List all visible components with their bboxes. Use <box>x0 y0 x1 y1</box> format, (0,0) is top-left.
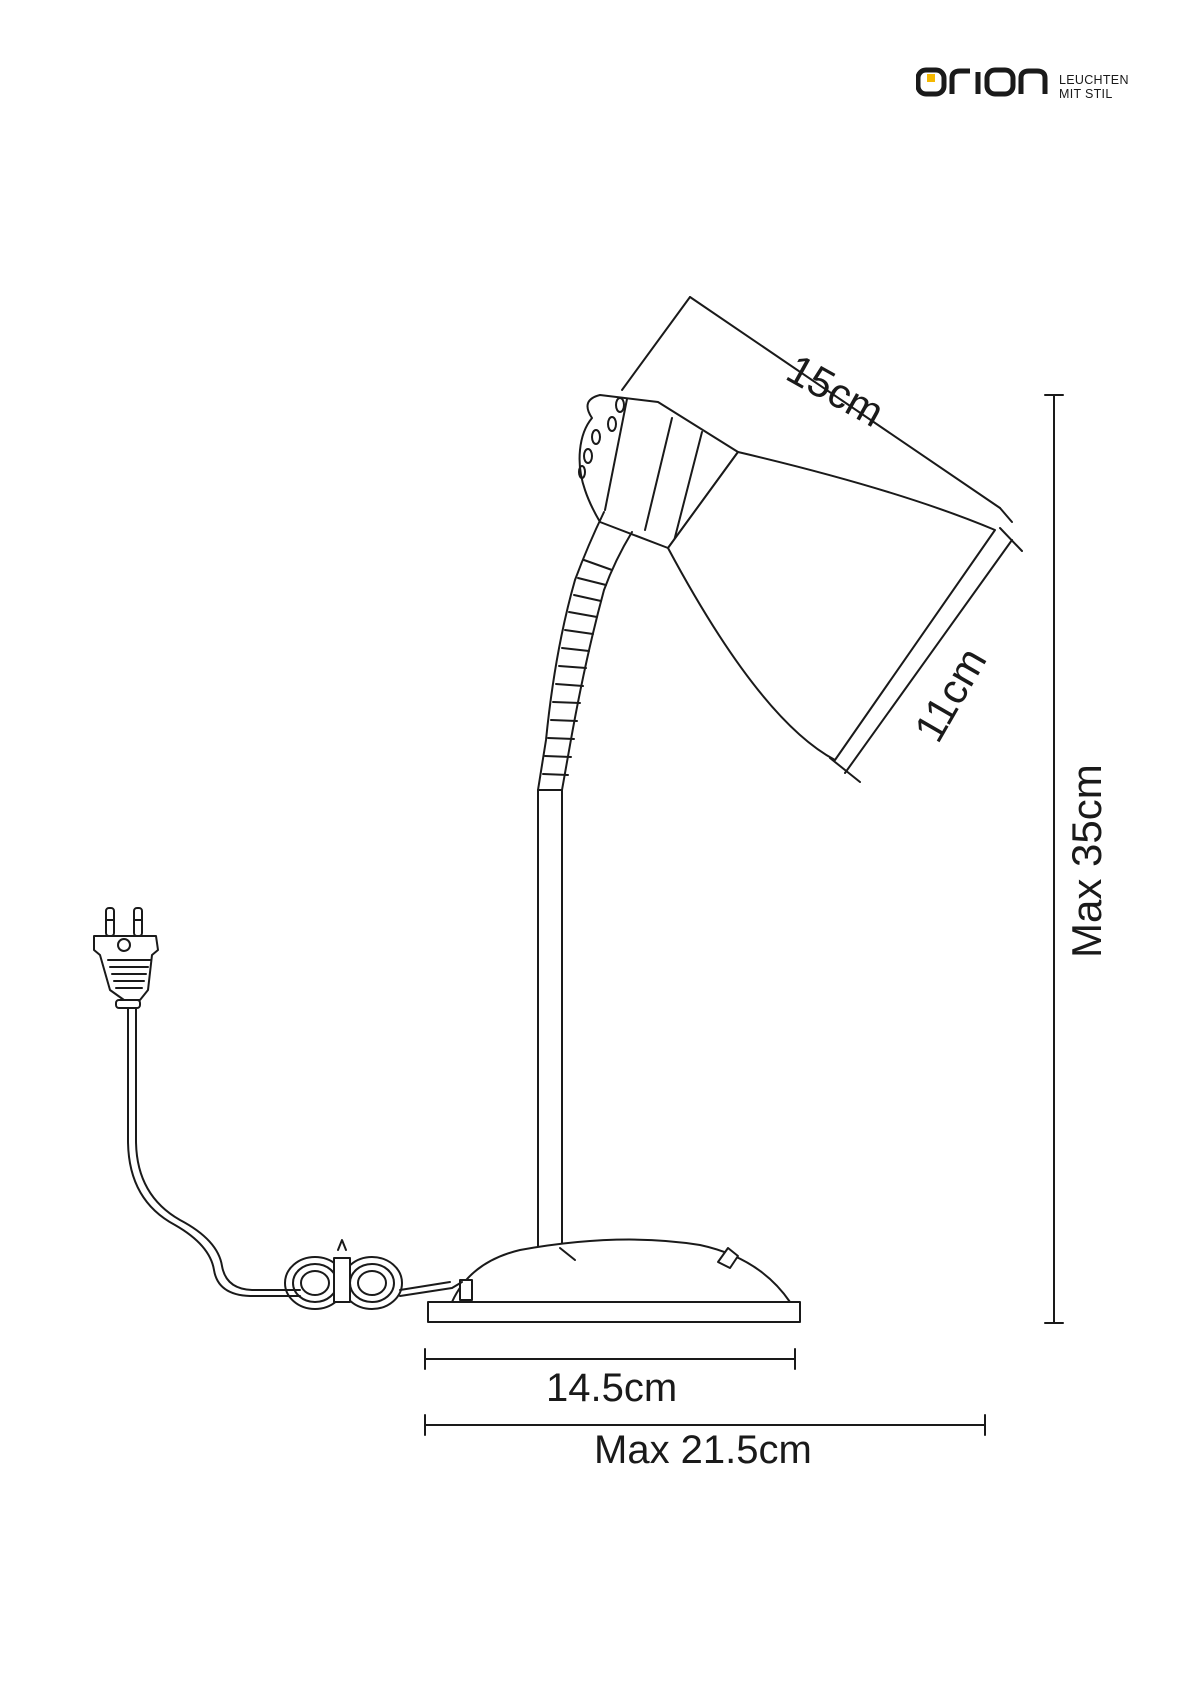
lamp-base <box>428 1240 800 1322</box>
label-max-height: Max 35cm <box>1063 764 1111 958</box>
power-plug <box>94 908 158 1008</box>
power-cable <box>128 1000 462 1309</box>
lamp-stem <box>538 790 562 1248</box>
lamp-gooseneck <box>538 512 632 790</box>
dimension-line-max-height <box>1045 395 1063 1323</box>
label-base-width: 14.5cm <box>546 1366 677 1411</box>
label-max-width: Max 21.5cm <box>594 1428 812 1473</box>
